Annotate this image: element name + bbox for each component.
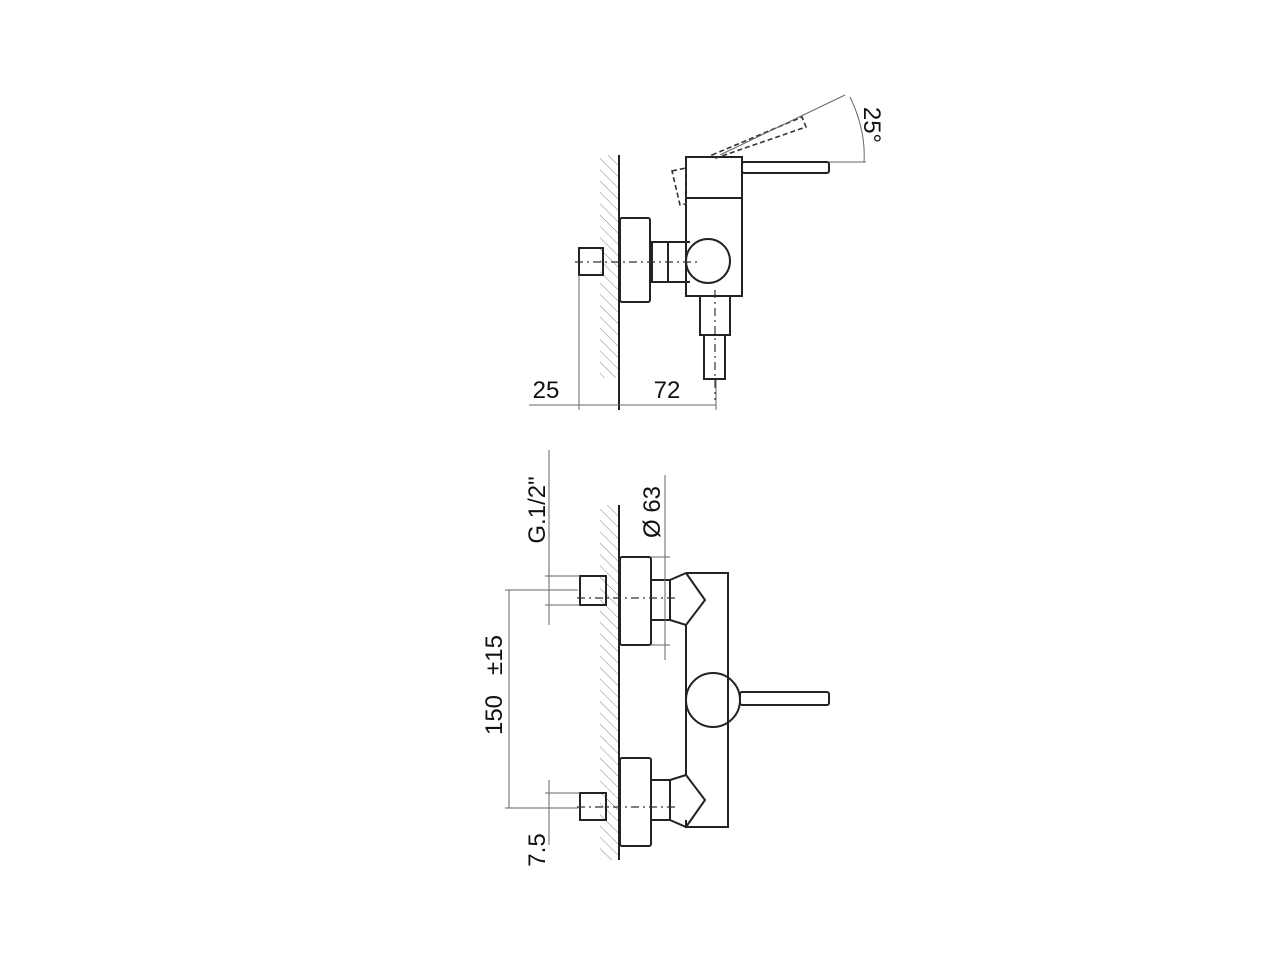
dim-angle: 25° (858, 107, 885, 143)
lever (739, 691, 830, 706)
upper-flange (619, 556, 652, 646)
wall-hatch (600, 505, 619, 860)
dim-thread: G.1/2" (524, 476, 551, 543)
dim-7-5: 7.5 (524, 833, 551, 866)
side-view: 25 72 25° (529, 94, 885, 410)
upper-pipe-nut (579, 575, 607, 606)
front-view: G.1/2" Ø 63 150 ±15 7.5 (481, 450, 830, 867)
lever-rotated-cap (671, 167, 687, 206)
outlet-tube (703, 334, 726, 380)
angle-arc (849, 96, 865, 163)
lower-flange (619, 757, 652, 847)
wall-hatch (600, 155, 619, 378)
cartridge-circle (685, 672, 741, 728)
dim-72: 72 (654, 377, 681, 404)
cartridge-circle (685, 238, 731, 284)
dim-25: 25 (533, 377, 560, 404)
mixer-body (685, 156, 743, 297)
wall-flange (619, 217, 651, 303)
dim-diameter: Ø 63 (639, 486, 666, 538)
dim-tolerance: ±15 (481, 635, 508, 675)
dim-150: 150 (481, 695, 508, 735)
mixer-body (685, 572, 729, 828)
lever (741, 161, 830, 174)
